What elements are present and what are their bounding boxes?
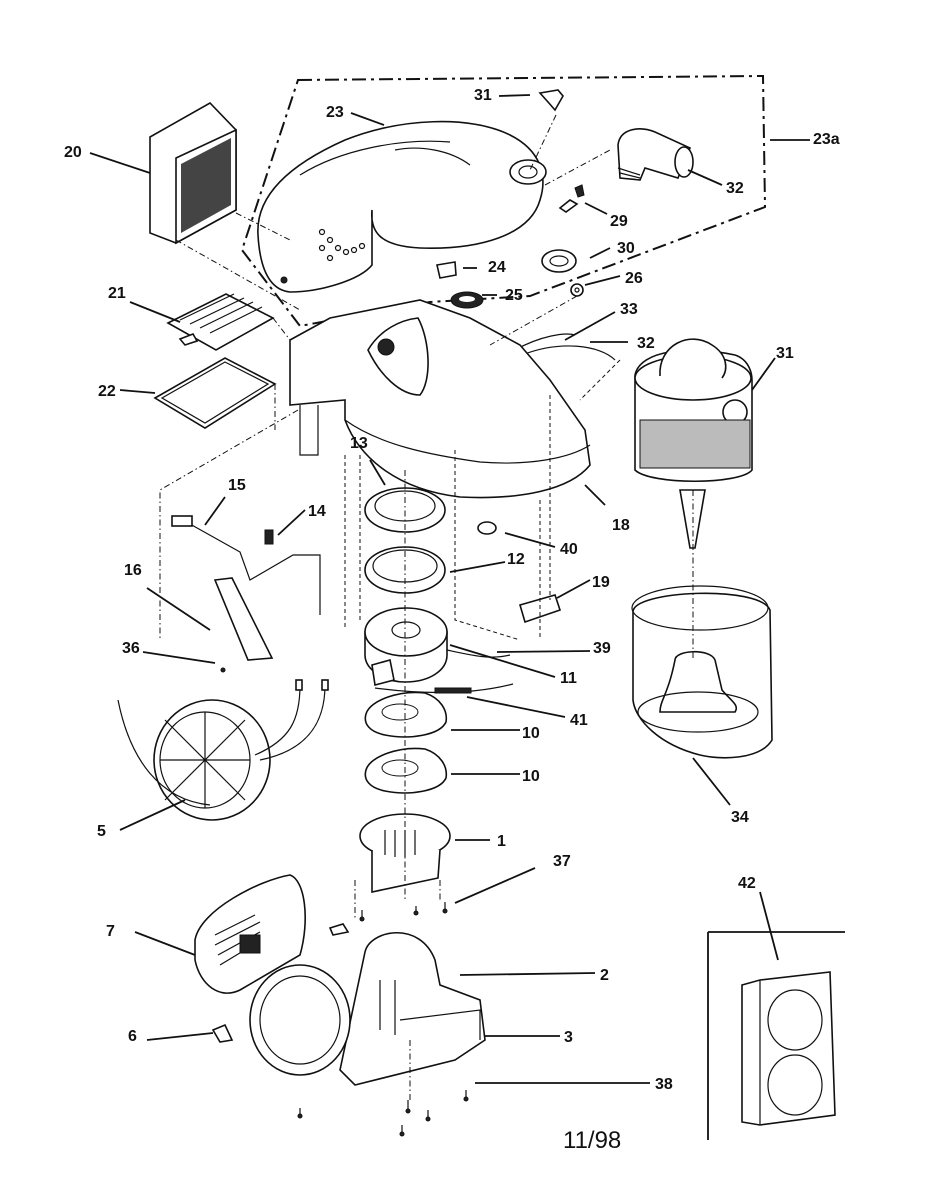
callout-19: 19 bbox=[592, 574, 610, 591]
alignment-guides bbox=[159, 114, 694, 1100]
callout-18: 18 bbox=[612, 517, 630, 534]
part-15-connector bbox=[171, 515, 193, 527]
callout-10-upper: 10 bbox=[522, 725, 540, 742]
callout-10-lower: 10 bbox=[522, 768, 540, 785]
part-2-base-housing bbox=[249, 932, 486, 1086]
callout-1: 1 bbox=[497, 833, 506, 850]
part-24-switch bbox=[436, 261, 457, 279]
part-37-screws bbox=[359, 902, 448, 922]
callout-5: 5 bbox=[97, 823, 106, 840]
callout-22: 22 bbox=[98, 383, 116, 400]
callout-2: 2 bbox=[600, 967, 609, 984]
grille-holes bbox=[318, 228, 366, 262]
callout-40: 40 bbox=[560, 541, 578, 558]
callout-14: 14 bbox=[308, 503, 326, 520]
part-21-prefilter bbox=[166, 293, 275, 351]
part-6-latch bbox=[211, 1023, 234, 1043]
part-40-caster bbox=[477, 521, 497, 535]
part-10-upper-gasket bbox=[364, 691, 448, 738]
part-34-dust-bin bbox=[631, 585, 773, 759]
part-28-seal bbox=[541, 249, 577, 273]
part-16-plate bbox=[213, 577, 274, 661]
part-25-grommet bbox=[450, 291, 484, 309]
part-5-cord-reel bbox=[117, 679, 329, 821]
callout-12: 12 bbox=[507, 551, 525, 568]
part-20-exhaust-filter bbox=[149, 101, 237, 245]
part-18-main-body bbox=[289, 299, 591, 499]
part-22-gasket bbox=[153, 357, 277, 429]
callout-7: 7 bbox=[106, 923, 115, 940]
part-42-inset bbox=[707, 931, 845, 1140]
part-clip bbox=[328, 923, 350, 936]
part-41-sleeve bbox=[434, 687, 472, 694]
part-31-cyclone-assembly bbox=[634, 338, 753, 549]
callout-29: 31 bbox=[474, 87, 492, 104]
part-26-knob bbox=[570, 283, 584, 297]
callout-37: 37 bbox=[553, 853, 571, 870]
part-15-harness bbox=[189, 523, 321, 615]
part-39-wire bbox=[446, 649, 511, 658]
callout-31: 31 bbox=[776, 345, 794, 362]
callout-32: 32 bbox=[637, 335, 655, 352]
callout-23: 23 bbox=[326, 104, 344, 121]
callout-28: 30 bbox=[617, 240, 635, 257]
callout-24: 24 bbox=[488, 259, 506, 276]
callout-3: 3 bbox=[564, 1029, 573, 1046]
leader-lines bbox=[89, 94, 810, 1084]
callout-36: 36 bbox=[122, 640, 140, 657]
part-27-latch bbox=[574, 184, 585, 198]
callout-11: 11 bbox=[560, 670, 577, 687]
callout-20: 20 bbox=[64, 144, 82, 161]
part-10-lower-gasket bbox=[364, 747, 448, 794]
callout-21: 21 bbox=[108, 285, 126, 302]
callout-41: 41 bbox=[570, 712, 588, 729]
part-29-clip bbox=[538, 89, 564, 112]
callout-labels: 20 23 31 23a 32 29 30 24 25 26 33 32 31 … bbox=[64, 87, 840, 1154]
callout-16: 16 bbox=[124, 562, 142, 579]
date-code: 11/98 bbox=[563, 1127, 621, 1154]
callout-6: 6 bbox=[128, 1028, 137, 1045]
part-11-motor bbox=[364, 607, 448, 687]
part-23-top-cover bbox=[257, 120, 547, 293]
part-7-rear-cover bbox=[194, 874, 306, 994]
callout-13: 13 bbox=[350, 435, 368, 452]
part-36-screw bbox=[220, 667, 226, 673]
callout-23a: 23a bbox=[813, 131, 840, 148]
part-14-terminal bbox=[264, 529, 274, 545]
part-38-screws bbox=[297, 1090, 469, 1137]
callout-15: 15 bbox=[228, 477, 246, 494]
callout-38: 38 bbox=[655, 1076, 673, 1093]
callout-33: 33 bbox=[620, 301, 638, 318]
callout-34: 34 bbox=[731, 809, 749, 826]
callout-26: 26 bbox=[625, 270, 643, 287]
callout-30: 32 bbox=[726, 180, 744, 197]
part-32-wire bbox=[521, 345, 616, 361]
callout-25: 25 bbox=[505, 287, 523, 304]
part-30-elbow-fitting bbox=[617, 128, 694, 181]
callout-39: 39 bbox=[593, 640, 611, 657]
callout-27: 29 bbox=[610, 213, 628, 230]
callout-42: 42 bbox=[738, 875, 756, 892]
part-27-plate bbox=[558, 199, 579, 213]
